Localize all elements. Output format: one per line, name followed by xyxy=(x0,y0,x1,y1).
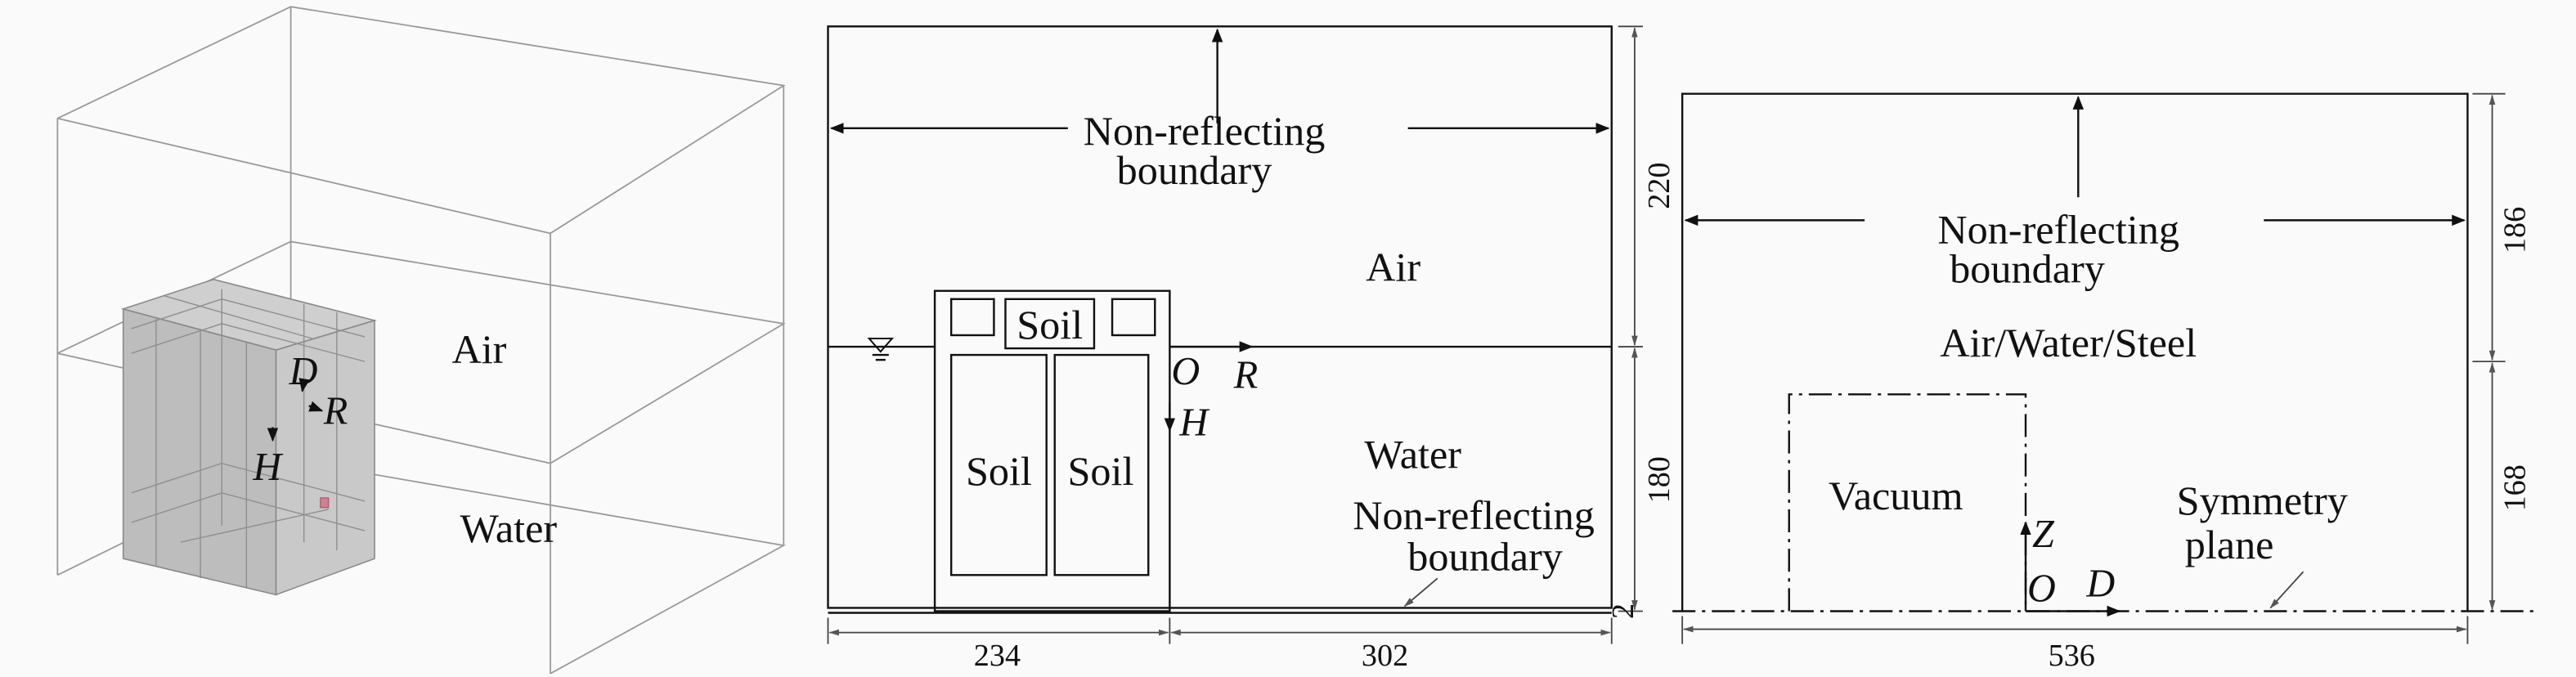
r-axis-arrow xyxy=(308,401,324,412)
dim-left-width: 234 xyxy=(974,639,1021,673)
dim-water-height: 180 xyxy=(1642,456,1676,503)
structure-section xyxy=(933,289,1171,612)
sensor-marker xyxy=(320,497,330,509)
vacuum-region xyxy=(1788,393,2027,612)
soil-right-label: Soil xyxy=(1068,448,1134,494)
structure-3d xyxy=(120,278,378,596)
top-boundary-label-2: boundary xyxy=(1117,147,1272,193)
axis-d-label: D xyxy=(289,350,318,393)
domain-boundary xyxy=(827,25,1613,609)
air-label: Air xyxy=(451,326,506,372)
soil-left-label: Soil xyxy=(966,448,1032,494)
panel-2d-section: Soil Soil Soil O R H Non-reflecting boun… xyxy=(827,25,1676,673)
soil-top-box xyxy=(1004,298,1096,350)
axis-z-label: Z xyxy=(2032,513,2055,556)
dim-air-height: 220 xyxy=(1642,163,1676,209)
axis-r-label: R xyxy=(323,389,348,433)
axis-h-label: H xyxy=(1178,401,1209,445)
top-boundary-label-1: Non-reflecting xyxy=(1084,108,1326,154)
soil-top-label: Soil xyxy=(1016,302,1083,347)
bottom-boundary-label-1: Non-reflecting xyxy=(1353,492,1595,538)
symmetry-label-2: plane xyxy=(2185,522,2274,567)
water-label: Water xyxy=(1364,432,1461,477)
medium-label: Air/Water/Steel xyxy=(1940,320,2197,365)
air-label: Air xyxy=(1366,244,1420,290)
dim-bottom: 2 xyxy=(1606,603,1640,619)
axis-h-label: H xyxy=(252,446,283,489)
dim-lower-height: 168 xyxy=(2498,464,2533,511)
domain-boundary xyxy=(1681,92,2469,612)
axis-r-label: R xyxy=(1233,353,1258,397)
bottom-boundary-label-2: boundary xyxy=(1407,533,1563,579)
origin-label: O xyxy=(2027,567,2056,610)
panel-3d-model: D R H Air Water xyxy=(56,6,786,675)
dim-upper-height: 186 xyxy=(2498,207,2533,253)
d-axis-arrow xyxy=(298,378,310,392)
soil-right-box xyxy=(1053,353,1150,576)
water-level-symbol xyxy=(867,337,895,361)
vacuum-label: Vacuum xyxy=(1829,473,1963,518)
bottom-boundary-leader xyxy=(1403,577,1438,608)
symmetry-label-1: Symmetry xyxy=(2177,477,2348,523)
dimension-lines xyxy=(1681,92,2506,644)
water-surface-plane xyxy=(56,240,786,464)
water-label: Water xyxy=(460,505,558,551)
soil-left-box xyxy=(949,353,1048,576)
axis-d-label: D xyxy=(2085,562,2115,605)
panel-axisymmetric: Vacuum Z O D Non-reflecting boundary Air… xyxy=(1672,92,2538,673)
dim-right-width: 302 xyxy=(1362,639,1408,673)
dimension-lines xyxy=(827,25,1643,644)
boundary-label-2: boundary xyxy=(1950,246,2105,292)
origin-label: O xyxy=(1171,350,1200,393)
boundary-label-1: Non-reflecting xyxy=(1937,206,2179,252)
symmetry-leader xyxy=(2269,571,2304,609)
dim-width: 536 xyxy=(2049,639,2095,673)
